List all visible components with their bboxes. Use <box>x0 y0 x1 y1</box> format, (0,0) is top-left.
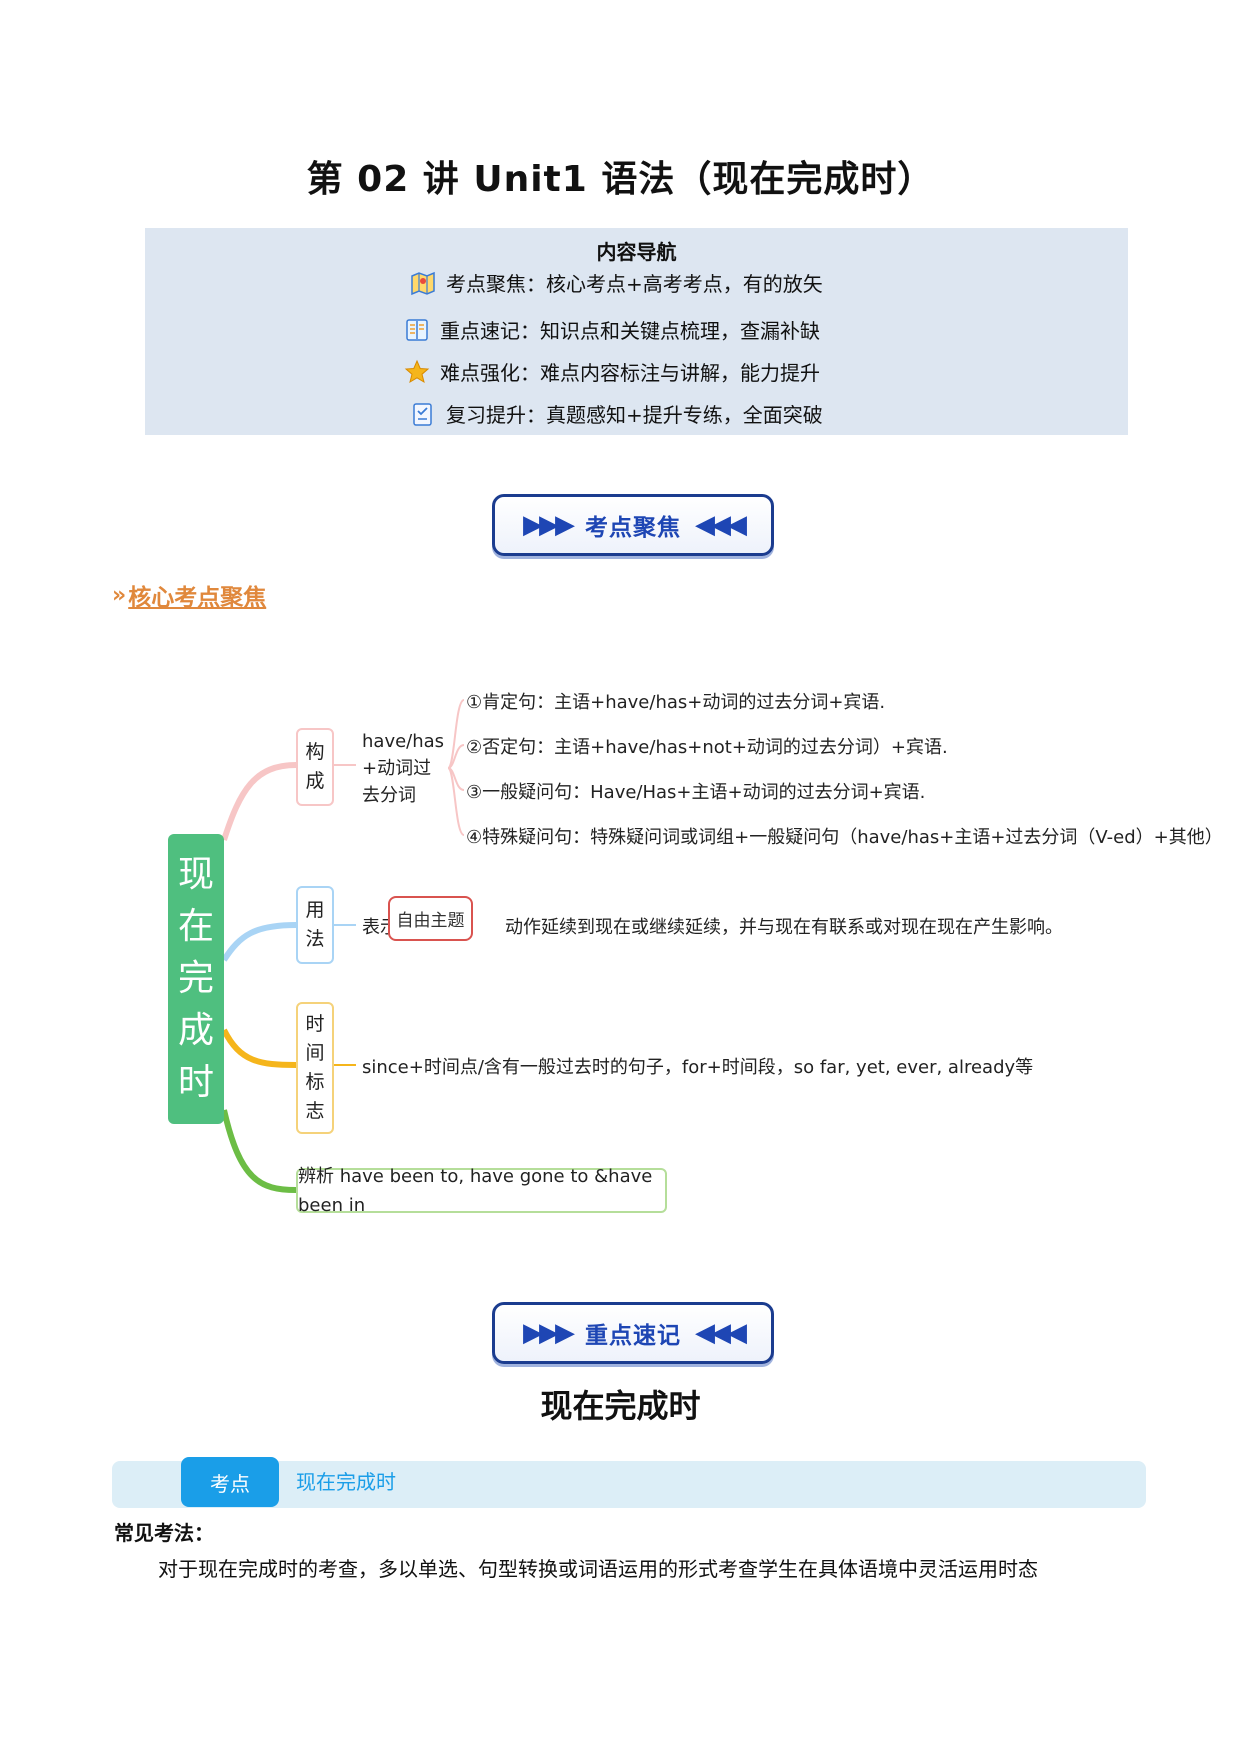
time-markers-text: since+时间点/含有一般过去时的句子，for+时间段，so far, yet… <box>362 1057 1034 1078</box>
branch-usage[interactable]: 用 法 <box>296 886 334 964</box>
branch-structure[interactable]: 构 成 <box>296 728 334 806</box>
section-banner-focus: ▶▶▶ 考点聚焦 ◀◀◀ <box>492 494 774 556</box>
leaf-general-question: ③一般疑问句：Have/Has+主语+动词的过去分词+宾语. <box>466 782 926 803</box>
arrow-right-icon: ▶▶▶ <box>523 1318 575 1348</box>
leaf-special-question: ④特殊疑问句：特殊疑问词或词组+一般疑问句（have/has+主语+过去分词（V… <box>466 827 1223 848</box>
nav-item-text: 重点速记：知识点和关键点梳理，查漏补缺 <box>440 319 820 343</box>
common-heading: 常见考法： <box>114 1521 214 1545</box>
nav-item-text: 复习提升：真题感知+提升专练，全面突破 <box>446 403 823 427</box>
banner-label: 考点聚焦 <box>585 515 681 541</box>
checklist-icon <box>410 401 436 427</box>
leaf-negative: ②否定句：主语+have/has+not+动词的过去分词）+宾语. <box>466 737 948 758</box>
arrow-left-icon: ◀◀◀ <box>695 510 747 540</box>
kaodian-label: 考点 <box>181 1457 279 1507</box>
nav-heading: 内容导航 <box>596 240 677 264</box>
branch-distinguish[interactable]: 辨析 have been to, have gone to &have been… <box>296 1166 667 1216</box>
arrow-left-icon: ◀◀◀ <box>695 1318 747 1348</box>
section-banner-memo: ▶▶▶ 重点速记 ◀◀◀ <box>492 1302 774 1364</box>
floating-topic-tag[interactable]: 自由主题 <box>388 896 473 941</box>
section-title: 现在完成时 <box>540 1387 701 1425</box>
core-focus-text: 核心考点聚焦 <box>128 585 267 611</box>
nav-item-text: 考点聚焦：核心考点+高考考点，有的放矢 <box>446 272 823 296</box>
map-icon <box>410 270 436 296</box>
nav-item-review: 复习提升：真题感知+提升专练，全面突破 <box>410 399 823 428</box>
structure-sub: have/has +动词过 去分词 <box>362 731 445 806</box>
nav-item-difficult: 难点强化：难点内容标注与讲解，能力提升 <box>404 357 820 386</box>
leaf-affirmative: ①肯定句：主语+have/has+动词的过去分词+宾语. <box>466 692 886 713</box>
common-paragraph: 对于现在完成时的考查，多以单选、句型转换或词语运用的形式考查学生在具体语境中灵活… <box>158 1557 1038 1581</box>
page-title: 第 02 讲 Unit1 语法（现在完成时） <box>306 159 935 200</box>
mindmap-root[interactable]: 现 在 完 成 时 <box>168 834 224 1124</box>
star-icon <box>404 359 430 385</box>
branch-time-markers[interactable]: 时 间 标 志 <box>296 1002 334 1134</box>
banner-label: 重点速记 <box>585 1323 681 1349</box>
core-focus-link[interactable]: » 核心考点聚焦 <box>112 578 266 612</box>
nav-item-focus: 考点聚焦：核心考点+高考考点，有的放矢 <box>410 268 823 297</box>
nav-item-text: 难点强化：难点内容标注与讲解，能力提升 <box>440 361 820 385</box>
kaodian-bar <box>112 1461 1146 1508</box>
book-icon <box>404 317 430 343</box>
nav-item-memo: 重点速记：知识点和关键点梳理，查漏补缺 <box>404 315 820 344</box>
content-navigation: 内容导航 <box>145 228 1128 435</box>
arrow-right-icon: ▶▶▶ <box>523 510 575 540</box>
kaodian-text: 现在完成时 <box>296 1470 396 1494</box>
